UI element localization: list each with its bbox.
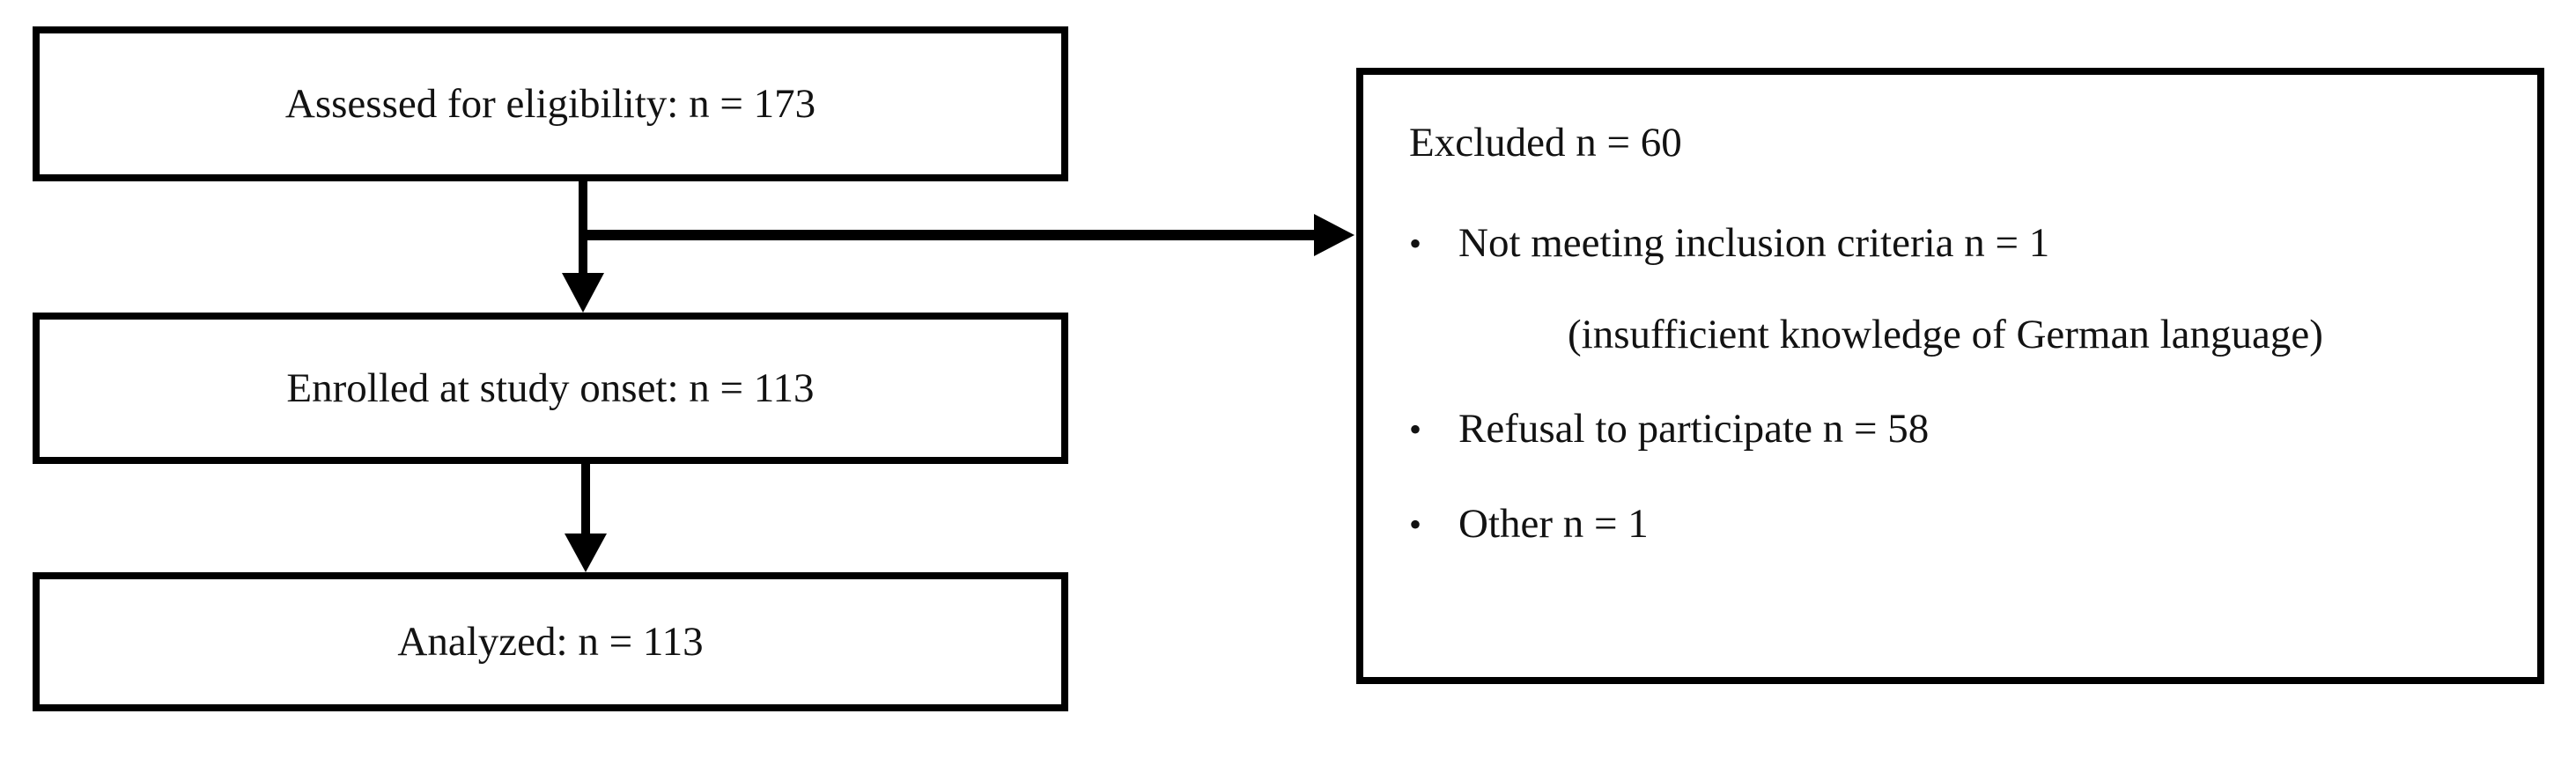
excluded-box: Excluded n = 60 • Not meeting inclusion …	[1356, 68, 2544, 684]
arrow-down-enrolled-to-analyzed	[565, 464, 607, 572]
bullet-icon: •	[1409, 223, 1422, 263]
excluded-item-text: Other n = 1	[1458, 501, 1649, 548]
excluded-item-text: Refusal to participate n = 58	[1458, 406, 1930, 453]
excluded-item: • Not meeting inclusion criteria n = 1	[1409, 219, 2502, 267]
flow-box-assessed: Assessed for eligibility: n = 173	[33, 26, 1068, 181]
excluded-title: Excluded n = 60	[1409, 120, 1682, 166]
excluded-item: • Refusal to participate n = 58	[1409, 407, 2502, 453]
arrow-down-assessed-to-enrolled	[562, 181, 604, 313]
flow-box-enrolled: Enrolled at study onset: n = 113	[33, 313, 1068, 464]
flow-box-analyzed: Analyzed: n = 113	[33, 572, 1068, 711]
flow-box-analyzed-label: Analyzed: n = 113	[397, 618, 704, 665]
bullet-icon: •	[1409, 504, 1422, 545]
excluded-item-note: (insufficient knowledge of German langua…	[1568, 311, 2323, 357]
flow-box-assessed-label: Assessed for eligibility: n = 173	[284, 80, 816, 127]
flow-box-enrolled-label: Enrolled at study onset: n = 113	[286, 364, 815, 411]
bullet-icon: •	[1409, 409, 1422, 450]
excluded-item: • Other n = 1	[1409, 502, 2502, 548]
arrow-right-to-excluded	[581, 214, 1354, 256]
excluded-item-text: Not meeting inclusion criteria n = 1	[1458, 219, 2050, 266]
